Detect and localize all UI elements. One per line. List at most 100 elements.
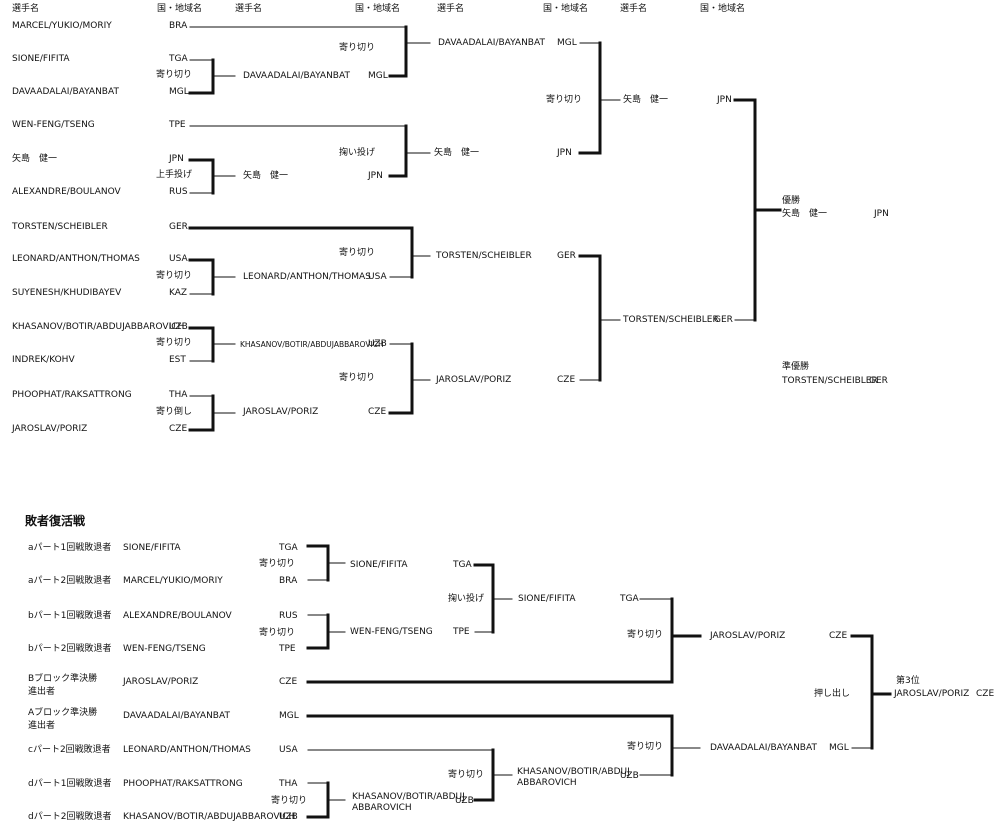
rep-w3-name: DAVAADALAI/BAYANBAT — [710, 743, 817, 753]
rep-label: dパート1回戦敗退者 — [28, 779, 112, 789]
r1-name: PHOOPHAT/RAKSATTRONG — [12, 390, 132, 400]
third-place-label: 第3位 — [896, 676, 920, 686]
rep-w3-name: JAROSLAV/PORIZ — [710, 631, 786, 641]
r1-nat: TPE — [169, 120, 186, 130]
r1-name: SIONE/FIFITA — [12, 54, 70, 64]
technique-label: 寄り切り — [155, 338, 194, 349]
rep-nat: MGL — [279, 711, 299, 721]
rep-w1-name: KHASANOV/BOTIR/ABDUJ ABBAROVICH — [352, 792, 465, 813]
r4-name: 矢島 健一 — [623, 95, 669, 105]
r1-nat: BRA — [169, 21, 188, 31]
r3-nat: JPN — [557, 148, 572, 158]
rep-nat: RUS — [279, 611, 298, 621]
rep-name: ALEXANDRE/BOULANOV — [123, 611, 232, 621]
r1-nat: EST — [169, 355, 186, 365]
r1-name: SUYENESH/KHUDIBAYEV — [12, 288, 122, 298]
header-player: 選手名 — [12, 4, 40, 14]
rep-w2-nat: UZB — [620, 771, 639, 781]
technique-label: 寄り切り — [155, 70, 194, 81]
rep-label: Bブロック準決勝 — [28, 674, 98, 684]
r2-nat: CZE — [368, 407, 387, 417]
r1-name: JAROSLAV/PORIZ — [12, 424, 88, 434]
header-country: 国・地域名 — [157, 4, 203, 14]
rep-w1-name: SIONE/FIFITA — [350, 560, 408, 570]
rep-name: LEONARD/ANTHON/THOMAS — [123, 745, 251, 755]
r2-name: DAVAADALAI/BAYANBAT — [243, 71, 350, 81]
r1-name: INDREK/KOHV — [12, 355, 75, 365]
third-place-nat: CZE — [976, 689, 995, 699]
header-player: 選手名 — [620, 4, 648, 14]
rep-label: bパート2回戦敗退者 — [28, 644, 112, 654]
r1-nat: USA — [169, 254, 188, 264]
winner-name: 矢島 健一 — [782, 209, 828, 219]
rep-nat: TPE — [279, 644, 296, 654]
repechage-title: 敗者復活戦 — [25, 514, 86, 528]
rep-name: DAVAADALAI/BAYANBAT — [123, 711, 230, 721]
runner-up-label: 準優勝 — [782, 362, 810, 372]
rep-label-2: 進出者 — [28, 687, 56, 697]
rep-nat: THA — [279, 779, 298, 789]
rep-label: dパート2回戦敗退者 — [28, 812, 112, 822]
technique-label: 寄り切り — [338, 373, 377, 384]
r4-nat: GER — [714, 315, 733, 325]
technique-label: 寄り切り — [270, 796, 309, 807]
r1-nat: THA — [169, 390, 188, 400]
header-country: 国・地域名 — [543, 4, 589, 14]
winner-nat: JPN — [874, 209, 889, 219]
technique-label: 寄り切り — [545, 95, 584, 106]
r3-nat: MGL — [557, 38, 577, 48]
technique-label: 押し出し — [813, 689, 852, 700]
rep-name: SIONE/FIFITA — [123, 543, 181, 553]
r1-nat: JPN — [169, 154, 184, 164]
rep-w1-nat: TGA — [453, 560, 472, 570]
r1-name: MARCEL/YUKIO/MORIY — [12, 21, 112, 31]
technique-label: 上手投げ — [155, 170, 194, 181]
rep-name: KHASANOV/BOTIR/ABDUJABBAROVICH — [123, 812, 296, 822]
technique-label: 寄り切り — [258, 628, 297, 639]
rep-label: aパート2回戦敗退者 — [28, 576, 112, 586]
r3-nat: GER — [557, 251, 576, 261]
r1-nat: RUS — [169, 187, 188, 197]
rep-label: Aブロック準決勝 — [28, 708, 98, 718]
rep-name: JAROSLAV/PORIZ — [123, 677, 199, 687]
rep-w2-name: KHASANOV/BOTIR/ABDUJ ABBAROVICH — [517, 767, 630, 788]
r2-nat: MGL — [368, 71, 388, 81]
header-country: 国・地域名 — [700, 4, 746, 14]
r2-name: 矢島 健一 — [243, 171, 289, 181]
r1-nat: MGL — [169, 87, 189, 97]
rep-label: cパート2回戦敗退者 — [28, 745, 111, 755]
rep-label: bパート1回戦敗退者 — [28, 611, 112, 621]
r3-nat: CZE — [557, 375, 576, 385]
r3-name: 矢島 健一 — [434, 148, 480, 158]
r4-name: TORSTEN/SCHEIBLER — [623, 315, 719, 325]
r1-name: ALEXANDRE/BOULANOV — [12, 187, 121, 197]
r1-name: WEN-FENG/TSENG — [12, 120, 95, 130]
rep-nat: TGA — [279, 543, 298, 553]
third-place-name: JAROSLAV/PORIZ — [894, 689, 970, 699]
r2-name: LEONARD/ANTHON/THOMAS — [243, 272, 371, 282]
bracket-line — [189, 59, 214, 94]
technique-label: 寄り倒し — [155, 407, 194, 418]
technique-label: 寄り切り — [447, 770, 486, 781]
r2-nat-jpn: JPN — [368, 171, 383, 181]
rep-name: MARCEL/YUKIO/MORIY — [123, 576, 223, 586]
rep-name: PHOOPHAT/RAKSATTRONG — [123, 779, 243, 789]
rep-nat: USA — [279, 745, 298, 755]
r1-name: KHASANOV/BOTIR/ABDUJABBAROVICH — [12, 322, 185, 332]
header-player: 選手名 — [235, 4, 263, 14]
runner-up-nat: GER — [869, 376, 888, 386]
rep-nat: UZB — [279, 812, 298, 822]
technique-label: 掬い投げ — [447, 594, 486, 605]
rep-label-2: 進出者 — [28, 721, 56, 731]
r3-name: DAVAADALAI/BAYANBAT — [438, 38, 545, 48]
runner-up-name: TORSTEN/SCHEIBLER — [782, 376, 878, 386]
r2-nat: UZB — [368, 339, 387, 349]
r1-name: LEONARD/ANTHON/THOMAS — [12, 254, 140, 264]
rep-nat: CZE — [279, 677, 298, 687]
r1-name: 矢島 健一 — [12, 154, 58, 164]
technique-label: 掬い投げ — [338, 148, 377, 159]
r1-nat: UZB — [169, 322, 188, 332]
technique-label: 寄り切り — [626, 630, 665, 641]
rep-w1-nat: UZB — [455, 796, 474, 806]
